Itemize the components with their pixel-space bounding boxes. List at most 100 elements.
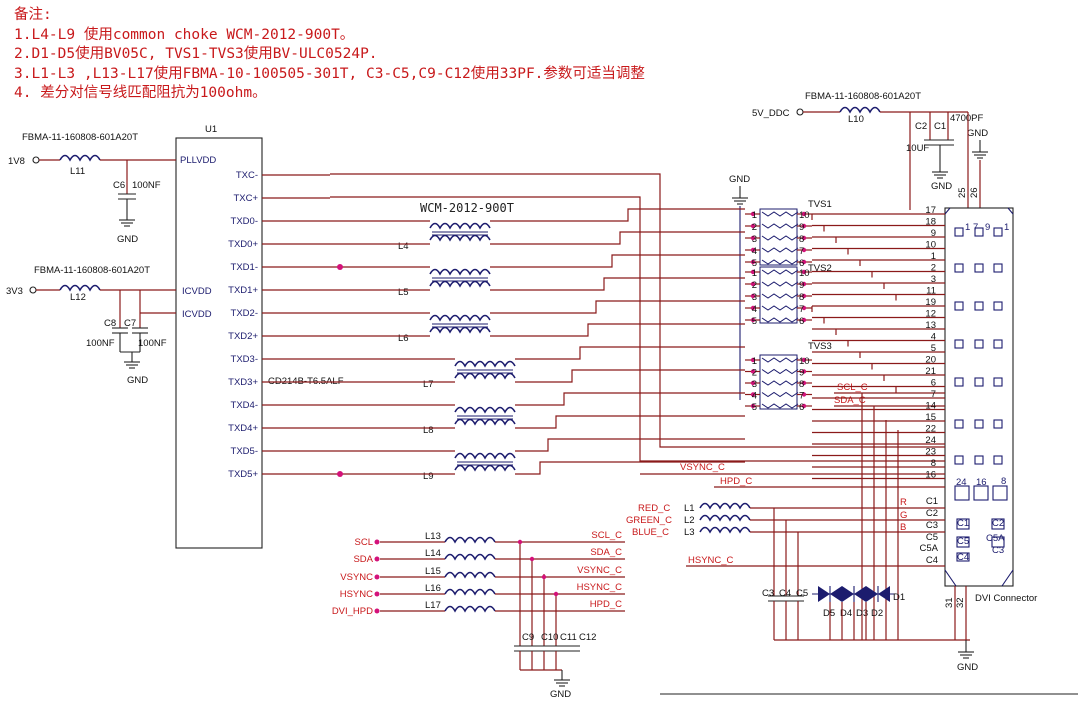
tvs-pin-num-left: 5 [752,316,757,327]
choke-coil-bottom [429,280,491,288]
pin-25: 25 [957,187,968,198]
diode-d4: D4 [840,608,852,619]
net-pair-route [490,231,745,245]
pin-31: 31 [944,597,955,608]
c6-value: 100NF [132,180,161,191]
conn-c5a: C5A [920,543,939,554]
l10-coil [839,106,881,114]
tvs-zigzag [761,380,799,386]
pin-txd3-minusplus: TXD3+ [228,377,258,388]
tvs-dot-right [801,223,807,229]
conn-pin-19: 19 [925,297,936,308]
net-pair-route [515,415,745,429]
tvs-dot-left [750,269,756,275]
tvs-zigzag [761,223,799,229]
tvs-dot-right [801,259,807,265]
tvs-dot-left [750,305,756,311]
rail-5v-ddc: 5V_DDC [752,108,790,119]
conn-c3: C3 [926,520,938,531]
l3-label: L3 [684,527,695,538]
filter-ind-l14: L14 [425,548,441,559]
l12-coil [59,284,101,292]
c8-value: 100NF [86,338,115,349]
net-pair-route [515,392,745,406]
note-line-3: 3.L1-L3 ,L13-L17使用FBMA-10-100505-301T, C… [14,65,645,82]
generated-layer: TXC-TXC+TXD0-TXD0+TXD1-TXD1+TXD2-TXD2+TX… [228,170,945,617]
conn-pin-16: 16 [925,470,936,481]
conn-pin-21: 21 [925,366,936,377]
conn-pin-4: 4 [931,332,936,343]
tvs-dot-right [801,247,807,253]
conn-inner-7: 7 [973,222,978,233]
choke-coil-top [429,222,491,230]
filter-ind-l16: L16 [425,583,441,594]
dvi-connector-label: DVI Connector [975,593,1037,604]
tvs-zigzag [761,247,799,253]
filter-out-hsync_c: HSYNC_C [577,582,623,593]
filter-in-dot [374,574,380,580]
tvs-dot-left [750,281,756,287]
rgb-blue: BLUE_C [632,527,669,538]
tvs-dot-right [801,235,807,241]
rgb-r: R [900,497,907,508]
rgb-g: G [900,510,907,521]
cap-c5: C5 [796,588,808,599]
rail-1v8: 1V8 [8,156,25,167]
filter-cap-dot [517,539,523,545]
choke-coil-bottom [454,418,516,426]
filter-coil [444,536,496,544]
net-pair-route [490,300,745,314]
tvs-pin-num-right: 9 [799,280,804,291]
net-txc-minus [330,173,945,448]
tvs-label-3: TVS3 [808,341,832,352]
tvs-pin-num-right: 7 [799,304,804,315]
junction-dot [337,471,343,477]
choke-coil-top [454,452,516,460]
conn-c2: C2 [926,508,938,519]
tvs-pin-num-right: 6 [799,316,804,327]
l11-label: L11 [70,166,85,177]
chip-u1-body [175,137,263,549]
c7-label: C7 [124,318,136,329]
conn-inner-c5a: C5A [986,533,1005,544]
conn-pin-18: 18 [925,217,936,228]
tvs-dot-left [750,357,756,363]
tvs-dot-right [801,211,807,217]
filter-in-dot [374,608,380,614]
choke-coil-top [429,314,491,322]
tvs-pin-num-left: 4 [752,246,757,257]
pin-icvdd-1: ICVDD [182,286,212,297]
tvs-dot-left [750,223,756,229]
static-layer: U1 CD214B-T6.5ALF 1V8 FBMA-11-160808-601… [6,91,1078,700]
choke-coil-top [454,406,516,414]
ferrite-label-top: FBMA-11-160808-601A20T [22,132,138,143]
tvs-pin-num-right: 7 [799,246,804,257]
pin-txd5-minusplus: TXD5+ [228,469,258,480]
choke-title: WCM-2012-900T [420,201,514,215]
l1-label: L1 [684,503,695,514]
gnd-c1: GND [931,181,952,192]
net-pair-route [490,323,745,337]
tvs-pin-num-right: 10 [799,268,810,279]
tvs-dot-right [801,380,807,386]
conn-c1: C1 [926,496,938,507]
filter-cap-dot [553,591,559,597]
choke-coil-bottom [429,326,491,334]
notes-heading: 备注: [14,7,52,23]
conn-inner-24: 24 [956,477,967,488]
conn-pin-8: 8 [931,458,936,469]
rgb-red: RED_C [638,503,670,514]
tvs-pin-num-right: 9 [799,222,804,233]
choke-coil-bottom [454,464,516,472]
conn-inner-c1: C1 [957,518,969,529]
pin-icvdd-2: ICVDD [182,309,212,320]
tvs-label-2: TVS2 [808,263,832,274]
conn-pin-10: 10 [925,240,936,251]
filter-cap-dot [541,574,547,580]
tvs-body [759,266,798,324]
choke-label-l5: L5 [398,287,409,298]
tvs-pin-num-left: 5 [752,402,757,413]
conn-pin-9: 9 [931,228,936,239]
filter-out-scl_c: SCL_C [591,530,622,541]
